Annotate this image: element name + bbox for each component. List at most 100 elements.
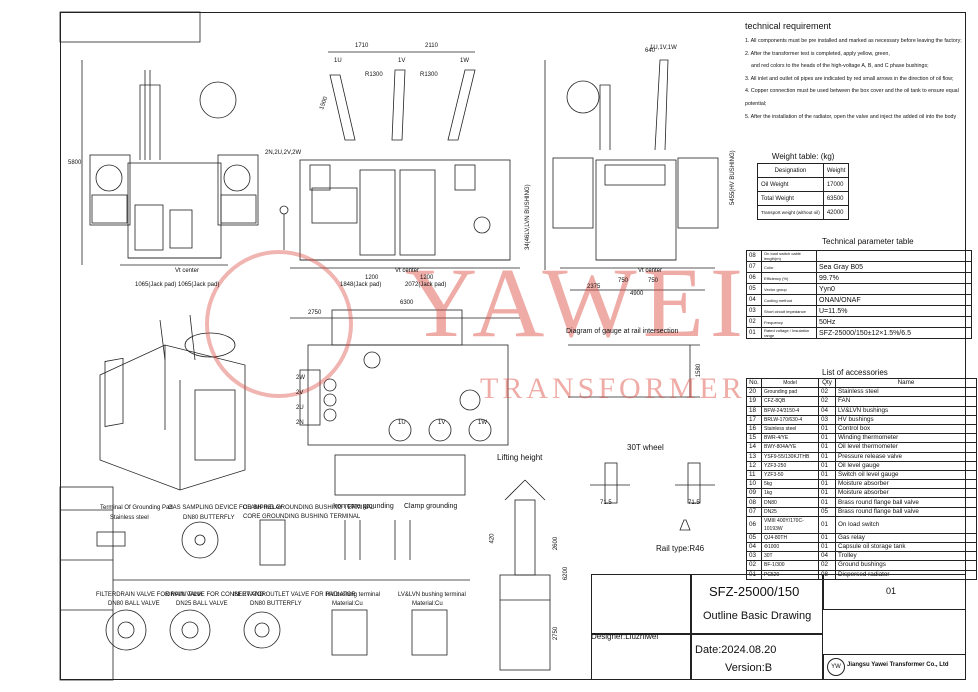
watermark-logo <box>205 250 353 398</box>
accessory-cell: Switch oil level gauge <box>835 469 977 481</box>
phase-label: 2N <box>296 420 304 426</box>
phase-label: 2W <box>296 375 305 381</box>
wheel-drawing <box>590 462 715 531</box>
dim-label: 1200 <box>420 275 434 281</box>
weight-cell: 42000 <box>822 205 850 220</box>
accessory-cell: Stainless steel <box>761 423 819 435</box>
accessory-cell: 01 <box>818 479 836 490</box>
accessory-cell: VMIII 400Y/170C-10193W <box>761 515 819 534</box>
dim-label: R1300 <box>365 72 383 78</box>
accessory-cell: 02 <box>746 560 762 571</box>
accessory-cell: FAN <box>835 396 977 407</box>
parameter-cell: Frequency <box>761 316 817 328</box>
accessory-cell: 13 <box>746 451 762 462</box>
accessory-cell: 03 <box>746 551 762 562</box>
accessory-cell: Control box <box>835 423 977 435</box>
accessory-cell: Grounding pad <box>761 387 819 398</box>
parameter-cell: U=11.5% <box>816 305 972 317</box>
title-block: SFZ-25000/150 Outline Basic Drawing Desi… <box>591 574 966 680</box>
company-name: Jiangsu Yawei Transformer Co., Ltd <box>847 662 949 668</box>
dim-label: 2600 <box>553 536 560 551</box>
weight-cell: Total Weight <box>757 191 824 206</box>
accessory-cell: LV&LVN bushings <box>835 405 977 416</box>
jack-pad-label: 1065(Jack pad) <box>135 282 177 288</box>
requirement-item: 5. After the installation of the radiato… <box>745 113 957 120</box>
requirements-heading: technical requirement <box>745 21 832 31</box>
parameter-cell: Vector group <box>761 283 817 295</box>
accessory-cell: 14 <box>746 442 762 453</box>
accessory-cell: 07 <box>746 506 762 517</box>
parameter-cell: Cooling method <box>761 294 817 306</box>
parameter-cell <box>816 250 972 262</box>
drawing-frame <box>60 12 966 680</box>
jack-pad-label: 1848(Jack pad) <box>340 282 382 288</box>
accessory-cell: 08 <box>746 497 762 508</box>
accessory-cell: Φ1000 <box>761 541 819 553</box>
detail-sub: DN80 BALL VALVE <box>108 601 160 607</box>
detail-title: Clamp grounding <box>404 503 458 510</box>
parameter-cell: SFZ-25000/150±12×1.5%/6.5 <box>816 327 972 339</box>
accessory-cell: 01 <box>818 433 836 444</box>
accessory-cell: 02 <box>818 396 836 407</box>
accessory-cell: 10 <box>746 479 762 490</box>
detail-sub: DN25 BALL VALVE <box>176 601 228 607</box>
weight-cell: Oil Weight <box>757 177 824 192</box>
weight-cell: 63500 <box>822 191 850 206</box>
accessory-cell: Brass round flange ball valve <box>835 506 977 517</box>
parameter-cell: Color <box>761 261 817 273</box>
accessory-cell: BWR-4/YE <box>761 433 819 444</box>
detail-title: CLAMPING GROUNDING BUSHING TERMINAL <box>243 505 375 511</box>
accessory-cell: 01 <box>818 442 836 453</box>
accessory-cell: 02 <box>818 387 836 398</box>
accessory-cell: YZF3-50 <box>761 469 819 481</box>
detail-title: GAS SAMPLING DEVICE FOR BH-RELAY <box>168 505 283 511</box>
accessory-cell: 1kg <box>761 488 819 499</box>
parameter-cell: 01 <box>746 327 762 339</box>
dim-label: 4900 <box>630 291 644 297</box>
date: Date:2024.08.20 <box>695 644 777 656</box>
dim-label: R1300 <box>420 72 438 78</box>
jack-pad-label: 1065(Jack pad) <box>178 282 220 288</box>
accessory-cell: YZF3-250 <box>761 460 819 471</box>
parameter-cell: 05 <box>746 283 762 295</box>
detail-title: LV&LVN bushing terminal <box>398 592 466 598</box>
accessory-cell: 11 <box>746 469 762 481</box>
parameter-cell: ONAN/ONAF <box>816 294 972 306</box>
weight-cell: 17000 <box>822 177 850 192</box>
lifting-label: Lifting height <box>497 453 543 462</box>
accessory-cell: 09 <box>746 488 762 499</box>
accessory-cell: Trolley <box>835 551 977 562</box>
detail-sub: Material:Cu <box>412 601 443 607</box>
accessory-cell: 01 <box>818 497 836 508</box>
accessory-cell: Winding thermometer <box>835 433 977 444</box>
detail-title: HV bushing terminal <box>326 592 381 598</box>
accessory-cell: 18 <box>746 405 762 416</box>
accessory-cell: Stainless steel <box>835 387 977 398</box>
accessory-cell: CFZ-8QB <box>761 396 819 407</box>
dim-label: 2110 <box>425 43 438 49</box>
accessory-cell: 03 <box>818 414 836 425</box>
accessory-cell: Moisture absorber <box>835 488 977 499</box>
end-view <box>544 59 719 291</box>
parameter-cell: Yyn0 <box>816 283 972 295</box>
dim-label: 2375 <box>587 284 601 290</box>
accessory-cell: Oil level gauge <box>835 460 977 471</box>
accessory-cell: 30T <box>761 551 819 562</box>
wheel-label: 30T wheel <box>627 443 664 452</box>
dim-label: 750 <box>648 278 659 284</box>
